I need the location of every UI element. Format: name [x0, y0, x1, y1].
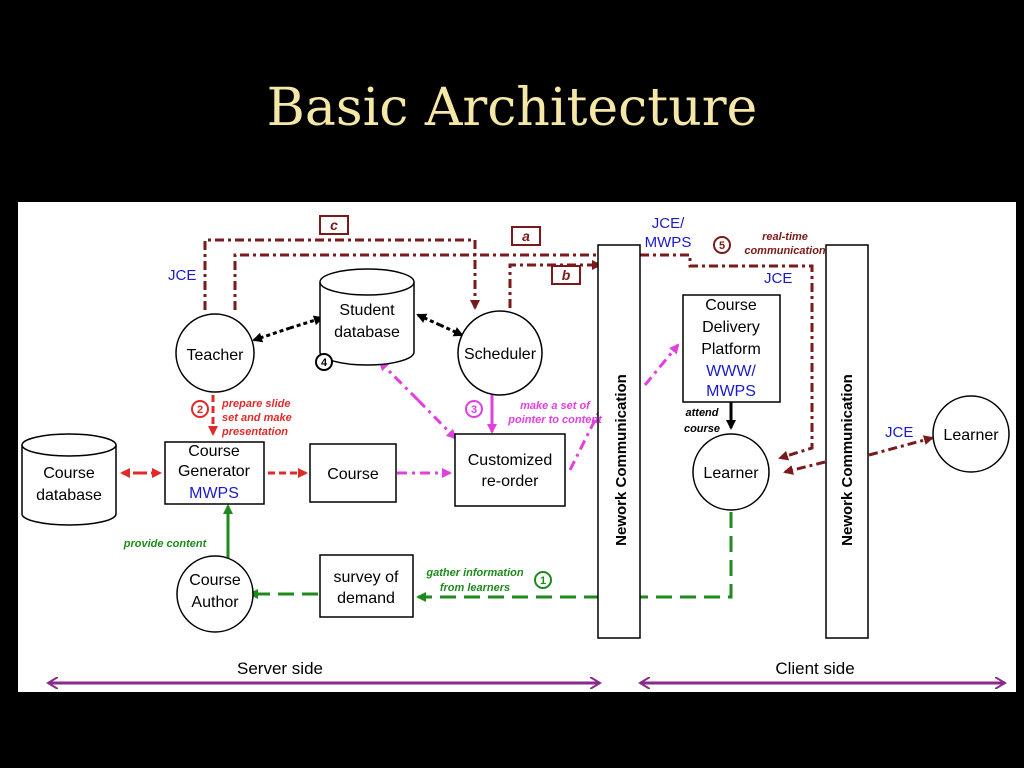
network-communication-column-2: Nework Communication	[825, 244, 869, 639]
step-2-label: 2	[197, 404, 203, 416]
server-side-label: Server side	[237, 659, 323, 678]
platform-line1: Course	[705, 297, 757, 314]
author-line1: Course	[189, 572, 241, 589]
network-communication-column-1: Nework Communication	[597, 244, 641, 639]
learner-main-node: Learner	[692, 433, 770, 511]
customized-reorder-node: Customized re-order	[454, 433, 566, 507]
attend-line2: course	[684, 423, 720, 435]
gather-line1: gather information	[425, 567, 523, 579]
customized-to-platform-arrow	[568, 345, 678, 471]
learner-main-label: Learner	[703, 465, 759, 482]
scheduler-node: Scheduler	[457, 310, 543, 396]
prepare-line2: set and make	[222, 412, 292, 424]
marker-b: b	[562, 267, 571, 283]
platform-line4: WWW/	[706, 363, 756, 380]
marker-c: c	[330, 217, 338, 233]
prepare-line3: presentation	[221, 426, 288, 438]
course-author-node: Course Author	[176, 555, 254, 633]
server-side-bracket: Server side	[48, 659, 600, 683]
teacher-to-db-arrow	[289, 315, 324, 330]
student-db-line2: database	[334, 324, 400, 341]
connector-realtime	[233, 253, 814, 461]
platform-line5: MWPS	[706, 383, 756, 400]
survey-of-demand-node: survey of demand	[319, 554, 414, 618]
step-badges: 1 2 3 4 5	[191, 236, 731, 589]
course-db-line1: Course	[43, 465, 95, 482]
connector-jce-remote	[868, 435, 934, 457]
learner-remote-label: Learner	[943, 427, 999, 444]
course-node: Course	[309, 443, 397, 503]
step-3-label: 3	[471, 404, 477, 416]
make-set-line2: pointer to content	[507, 414, 603, 426]
realtime-line1: real-time	[762, 231, 808, 243]
customized-line2: re-order	[482, 473, 540, 490]
step-5-circle	[713, 236, 731, 254]
learner-to-survey-arrow	[416, 512, 733, 602]
realtime-line2: communication	[744, 245, 826, 257]
step-3-circle	[465, 400, 483, 418]
step-1-label: 1	[540, 575, 546, 587]
client-side-label: Client side	[775, 659, 854, 678]
course-label: Course	[327, 466, 379, 483]
platform-line3: Platform	[701, 341, 761, 358]
learner-remote-node: Learner	[932, 395, 1010, 473]
teacher-label: Teacher	[187, 347, 245, 364]
marker-a-box	[511, 226, 541, 246]
network-comm-label-2: Nework Communication	[839, 374, 856, 546]
step-1-circle	[534, 571, 552, 589]
student-db-line1: Student	[339, 302, 395, 319]
black-db-connections	[252, 313, 464, 343]
red-connections	[120, 395, 308, 478]
course-db-line2: database	[36, 487, 102, 504]
author-line2: Author	[191, 594, 239, 611]
customized-line1: Customized	[468, 452, 552, 469]
jce-mwps-line2: MWPS	[645, 234, 692, 251]
connector-jce-learner	[783, 460, 826, 475]
dark-red-connections	[203, 238, 934, 475]
scheduler-label: Scheduler	[464, 346, 537, 363]
marker-a: a	[522, 228, 530, 244]
green-connections	[248, 512, 733, 602]
step-5-label: 5	[719, 240, 725, 252]
prepare-line1: prepare slide	[221, 398, 290, 410]
slide-title: Basic Architecture	[266, 78, 758, 138]
architecture-diagram-panel: c a b Teacher Stude	[18, 202, 1016, 692]
jce-left-label: JCE	[168, 267, 196, 284]
architecture-diagram: c a b Teacher Stude	[21, 215, 1010, 692]
course-delivery-platform-node: Course Delivery Platform WWW/ MWPS	[682, 294, 781, 403]
attend-line1: attend	[686, 407, 719, 419]
generator-line3: MWPS	[189, 485, 239, 502]
jce-learner-label: JCE	[885, 424, 913, 441]
annotations: JCE JCE/ MWPS real-time communication JC…	[123, 215, 914, 594]
magenta-connections	[378, 345, 678, 478]
teacher-node: Teacher	[175, 313, 255, 393]
step-2-circle	[191, 400, 209, 418]
jce-mwps-line1: JCE/	[652, 215, 685, 232]
customized-to-db-arrow	[378, 360, 420, 402]
gather-line2: from learners	[440, 582, 510, 594]
make-set-line1: make a set of	[520, 400, 591, 412]
marker-boxes: c a b	[319, 215, 581, 285]
scheduler-to-db-arrow	[416, 313, 441, 327]
provide-content-label: provide content	[123, 538, 208, 550]
course-database-node: Course database	[21, 433, 117, 526]
student-database-node: Student database	[319, 268, 415, 366]
marker-b-box	[551, 265, 581, 285]
db-to-scheduler-arrow	[439, 323, 464, 337]
generator-line1: Course	[188, 443, 240, 460]
platform-line2: Delivery	[702, 319, 760, 336]
survey-line2: demand	[337, 590, 395, 607]
step-4-label: 4	[321, 357, 328, 369]
generator-line2: Generator	[178, 463, 251, 480]
step-4-circle	[315, 353, 333, 371]
survey-line1: survey of	[334, 569, 399, 586]
course-generator-node: Course Generator MWPS	[164, 441, 265, 505]
db-to-teacher-arrow	[252, 326, 291, 343]
db-to-customized-arrow	[416, 398, 457, 440]
jce-right-label: JCE	[764, 270, 792, 287]
connector-c	[203, 238, 480, 310]
marker-c-box	[319, 215, 349, 235]
network-comm-label-1: Nework Communication	[613, 374, 630, 546]
client-side-bracket: Client side	[640, 659, 1005, 683]
